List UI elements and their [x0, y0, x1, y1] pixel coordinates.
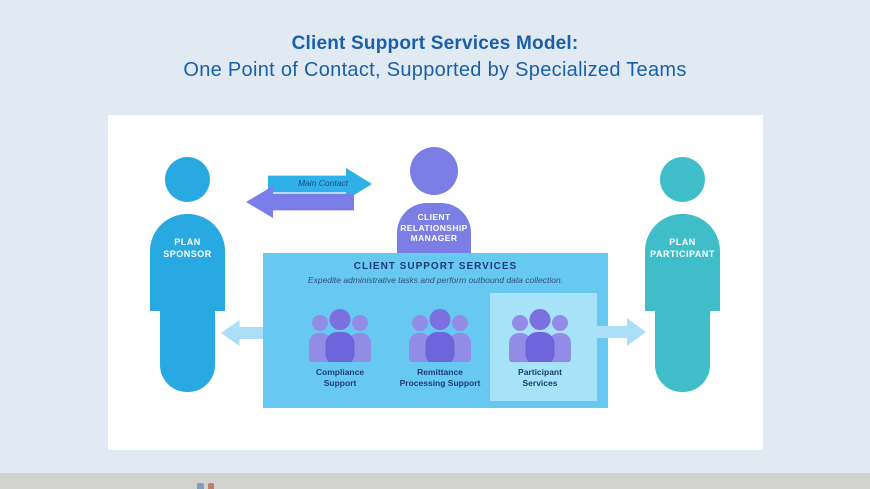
plan-participant-legs — [655, 311, 710, 392]
title-line2: One Point of Contact, Supported by Speci… — [183, 59, 687, 81]
client-support-services-box: CLIENT SUPPORT SERVICES Expedite adminis… — [263, 253, 608, 408]
compliance-support-label: Compliance Support — [315, 367, 365, 388]
support-box-title: CLIENT SUPPORT SERVICES — [353, 261, 518, 272]
people-group-icon — [309, 309, 371, 362]
plan-sponsor-label: PLAN SPONSOR — [163, 237, 212, 259]
main-contact-label: Main Contact — [297, 178, 349, 188]
plan-participant-label: PLAN PARTICIPANT — [650, 237, 715, 259]
participant-services-label: Participant Services — [518, 367, 562, 388]
plan-participant-figure: PLAN PARTICIPANT — [645, 214, 720, 311]
people-group-icon — [409, 309, 471, 362]
plan-sponsor-figure: PLAN SPONSOR — [150, 214, 225, 311]
bottom-strip — [0, 473, 870, 489]
support-box-subtitle: Expedite administrative tasks and perfor… — [307, 275, 564, 285]
logo-fragment-icon — [197, 483, 204, 489]
plan-sponsor-head — [165, 157, 210, 202]
page-title: Client Support Services Model: One Point… — [0, 31, 870, 83]
remittance-processing-support-label: Remittance Processing Support — [399, 367, 481, 388]
plan-participant-head — [660, 157, 705, 202]
client-relationship-manager-label: CLIENT RELATIONSHIP MANAGER — [400, 212, 468, 243]
client-relationship-manager-head — [410, 147, 458, 195]
people-group-icon — [509, 309, 571, 362]
logo-fragment-icon — [208, 483, 214, 489]
title-line1: Client Support Services Model: — [291, 33, 579, 54]
plan-sponsor-legs — [160, 311, 215, 392]
client-relationship-manager-figure: CLIENT RELATIONSHIP MANAGER — [397, 203, 471, 253]
